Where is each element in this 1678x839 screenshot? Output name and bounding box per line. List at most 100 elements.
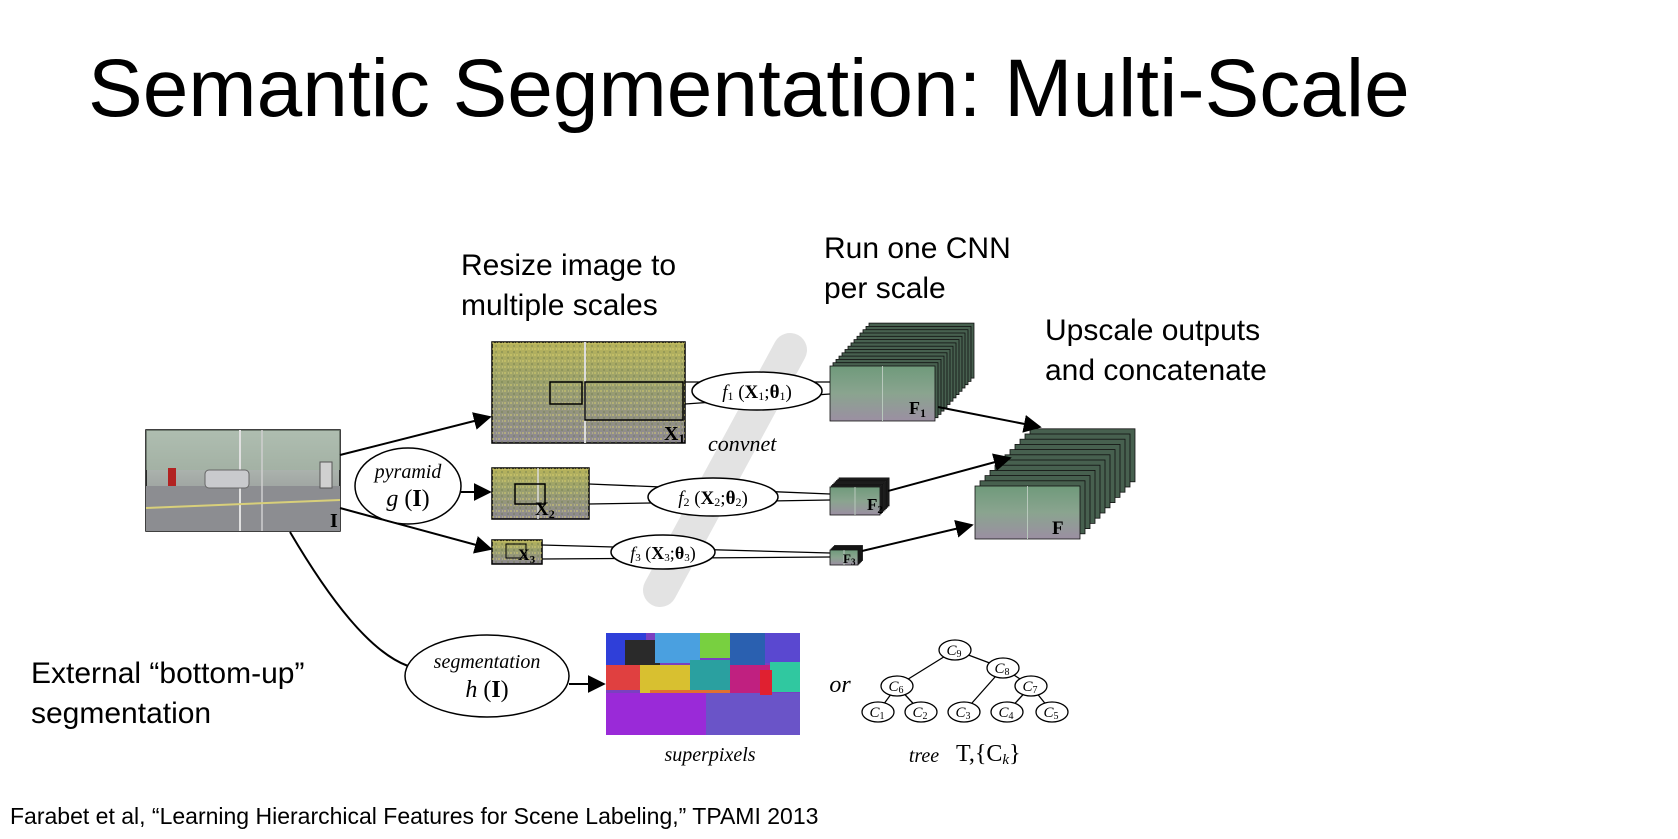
x2-main: X	[535, 499, 549, 520]
f1-formula: f1 (X1;θ1)	[722, 382, 792, 403]
f3-feature-sub: 3	[851, 557, 856, 567]
concat-feature-label: F	[1052, 518, 1064, 539]
f1-arg-theta: θ	[770, 382, 780, 403]
scale-image-x2-label: X2	[535, 499, 555, 521]
tree-node-main: C	[955, 705, 966, 721]
tree-formula-end: }	[1009, 741, 1021, 767]
tree-node-sub: 2	[923, 711, 928, 722]
segmentation-arg: I	[491, 677, 500, 703]
tree-node-label: C4	[998, 705, 1013, 722]
tree-node-label: C8	[994, 661, 1009, 678]
f3-formula: f3 (X3;θ3)	[630, 543, 695, 564]
x3-sub: 3	[530, 554, 536, 566]
tree-formula-main: T,{C	[956, 741, 1002, 767]
pyramid-label: pyramid	[373, 461, 443, 483]
concatenated-feature-stack	[974, 428, 1136, 540]
citation: Farabet et al, “Learning Hierarchical Fe…	[10, 803, 819, 829]
arrow-f2-to-concat	[887, 453, 1012, 492]
slide-title: Semantic Segmentation: Multi-Scale	[88, 43, 1410, 134]
or-label: or	[829, 672, 851, 698]
function-ellipse-f3: f3 (X3;θ3)	[610, 534, 716, 570]
tree-node-main: C	[1022, 679, 1033, 695]
superpixels-image	[606, 633, 800, 735]
tree-node: C2	[904, 701, 938, 723]
f2-func-sub: 2	[683, 495, 689, 509]
tree-node-sub: 6	[899, 685, 904, 696]
tree-formula: T,{Ck}	[956, 741, 1021, 768]
segmentation-func: h	[465, 677, 477, 703]
tree-node-main: C	[946, 643, 957, 659]
arrow-input-to-x1	[339, 412, 492, 456]
tree-label: tree	[909, 745, 939, 767]
f3-func: f	[630, 543, 638, 563]
tree-node-sub: 1	[880, 711, 885, 722]
caption-run-cnn: Run one CNN per scale	[824, 229, 1011, 309]
x1-sub: 1	[678, 431, 685, 446]
caption-upscale: Upscale outputs and concatenate	[1045, 311, 1267, 391]
f3-arg-theta-sub: 3	[684, 552, 690, 564]
tree-node-shape	[1035, 701, 1069, 723]
caption-upscale-line-2: and concatenate	[1045, 354, 1267, 387]
tree-node-main: C	[1043, 705, 1054, 721]
x3-main: X	[518, 547, 530, 564]
feature-f2-label: F2	[867, 495, 883, 516]
segmentation-label: segmentation	[434, 651, 541, 673]
x2-sub: 2	[549, 507, 555, 521]
arrow-f1-to-concat	[937, 406, 1042, 433]
tree-node-sub: 3	[966, 711, 971, 722]
input-image-label: I	[330, 510, 338, 532]
f1-arg-theta-sub: 1	[779, 389, 785, 403]
feature-f1-label: F1	[909, 398, 926, 420]
function-ellipse-f2: f2 (X2;θ2)	[647, 477, 779, 517]
tree-formula-sub: k	[1002, 752, 1009, 768]
tree-node: C7	[1014, 675, 1048, 697]
pyramid-func: g	[386, 486, 398, 512]
f2-arg-theta-sub: 2	[735, 495, 741, 509]
scale-image-x3-label: X3	[518, 547, 536, 566]
tree-node-sub: 5	[1054, 711, 1059, 722]
f2-arg-x: X	[701, 488, 715, 509]
f3-arg-x-sub: 3	[664, 552, 670, 564]
tree-node-shape	[1014, 675, 1048, 697]
tree-node-shape	[861, 701, 895, 723]
tree-node-label: C9	[946, 643, 961, 660]
pyramid-arg: I	[412, 486, 421, 512]
f2-arg-theta: θ	[726, 488, 736, 509]
tree-node-label: C2	[912, 705, 927, 722]
function-ellipse-f1: f1 (X1;θ1)	[691, 371, 823, 411]
feature-f3-label: F3	[843, 551, 856, 567]
tree-node-main: C	[912, 705, 923, 721]
tree-node-label: C3	[955, 705, 970, 722]
f2-func: f	[678, 488, 686, 509]
tree-node-main: C	[869, 705, 880, 721]
tree-node-sub: 7	[1033, 685, 1038, 696]
caption-external: External “bottom-up” segmentation	[31, 654, 304, 734]
caption-external-line-2: segmentation	[31, 697, 212, 730]
tree-node: C8	[986, 657, 1020, 679]
caption-run-cnn-line-2: per scale	[824, 272, 946, 305]
f2-formula: f2 (X2;θ2)	[678, 488, 748, 509]
segmentation-formula: h (I)	[465, 677, 508, 703]
f2-arg-x-sub: 2	[714, 495, 720, 509]
tree-node: C3	[947, 701, 981, 723]
tree-node-shape	[947, 701, 981, 723]
f1-arg-x: X	[745, 382, 759, 403]
tree-node-sub: 8	[1005, 667, 1010, 678]
caption-upscale-line-1: Upscale outputs	[1045, 314, 1261, 347]
tree-node-shape	[986, 657, 1020, 679]
tree-node-label: C7	[1022, 679, 1037, 696]
f3-func-sub: 3	[635, 552, 641, 564]
x1-main: X	[664, 423, 679, 445]
pyramid-formula: g (I)	[386, 486, 429, 512]
tree-node-main: C	[888, 679, 899, 695]
f3-feature-main: F	[843, 551, 851, 566]
tree-node-sub: 9	[957, 649, 962, 660]
curve-input-to-segmentation	[289, 531, 409, 667]
f1-func: f	[722, 382, 730, 403]
convnet-label: convnet	[708, 431, 777, 456]
f2-feature-sub: 2	[877, 504, 883, 516]
f1-func-sub: 1	[727, 389, 733, 403]
